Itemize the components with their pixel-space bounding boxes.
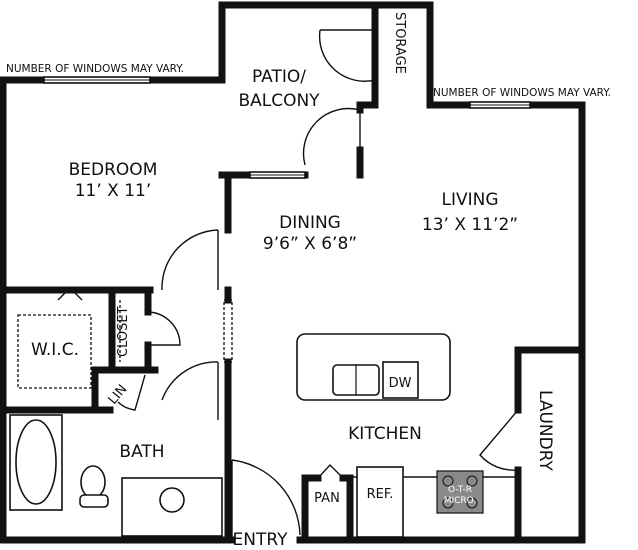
otr-label-2: MICRO. — [444, 496, 477, 506]
laundry-label: LAUNDRY — [535, 390, 555, 471]
dining-size: 9’6” X 6’8” — [263, 234, 357, 254]
living-label: LIVING — [441, 190, 498, 210]
bedroom-label: BEDROOM — [69, 160, 158, 180]
dining-label: DINING — [279, 213, 341, 233]
stove-otr-micro — [436, 470, 484, 514]
doors — [57, 29, 519, 540]
bathtub-basin — [15, 419, 57, 505]
refrigerator — [356, 466, 404, 538]
bath-label: BATH — [119, 442, 164, 462]
storage-label: STORAGE — [392, 12, 407, 74]
wic-label: W.I.C. — [31, 340, 79, 360]
closet-label: CLOSET — [116, 306, 131, 357]
living-size: 13’ X 11’2” — [422, 215, 518, 235]
linen-label: LIN — [106, 382, 131, 408]
window-note-left: NUMBER OF WINDOWS MAY VARY. — [6, 63, 184, 75]
patio-label-2: BALCONY — [238, 91, 320, 111]
toilet — [80, 465, 106, 499]
bath-sink — [159, 487, 185, 513]
window-note-right: NUMBER OF WINDOWS MAY VARY. — [433, 87, 611, 99]
bedroom-size: 11’ X 11’ — [75, 181, 152, 201]
windows — [43, 76, 531, 363]
toilet-tank — [79, 494, 109, 508]
wic-shelf — [17, 314, 92, 389]
entry-label: ENTRY — [233, 530, 289, 550]
kitchen-label: KITCHEN — [348, 424, 422, 444]
pantry-label: PAN — [314, 491, 340, 506]
dishwasher — [382, 361, 419, 399]
refrigerator-label: REF. — [367, 487, 394, 502]
patio-label-1: PATIO/ — [252, 67, 306, 87]
otr-label-1: O-T-R — [448, 485, 472, 495]
dishwasher-label: DW — [389, 376, 412, 391]
